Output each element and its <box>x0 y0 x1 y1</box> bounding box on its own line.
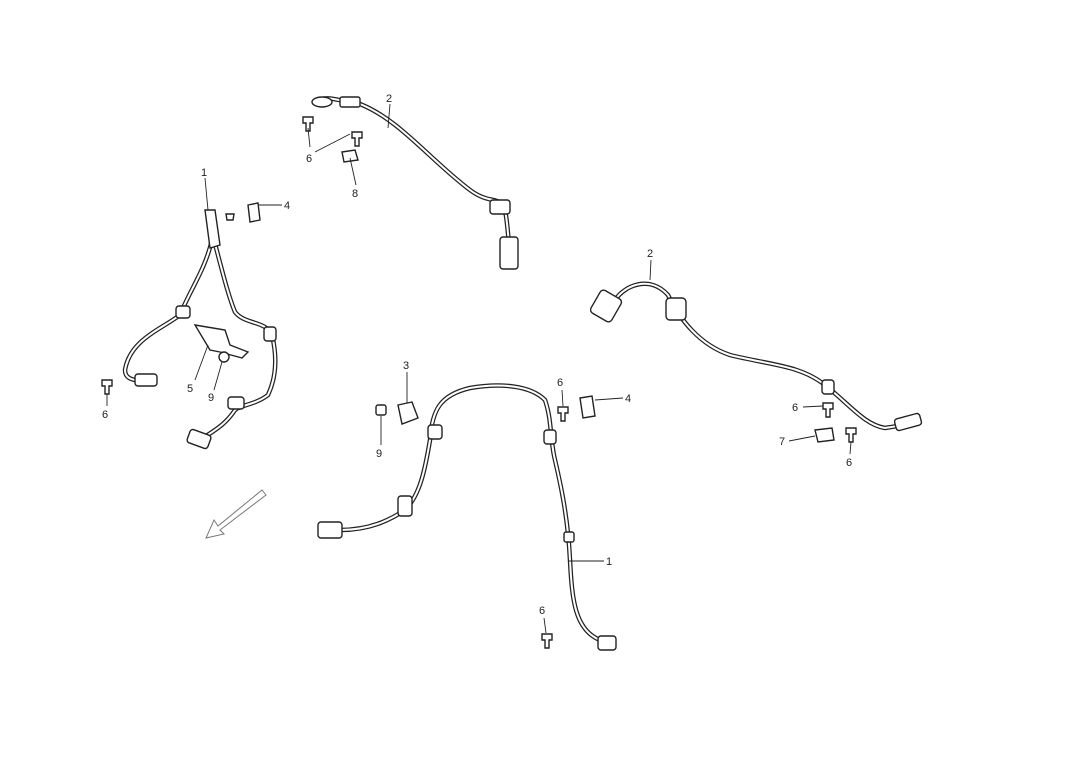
callout-label: 8 <box>352 188 358 200</box>
bolt-part-6-top[interactable] <box>302 116 363 147</box>
callout-label: 5 <box>187 383 193 395</box>
callout-label: 9 <box>376 448 382 460</box>
callout-label: 7 <box>779 436 785 448</box>
clip-part-4-center[interactable] <box>579 395 596 419</box>
callout-label: 4 <box>625 393 631 405</box>
bolt-part-6-left[interactable] <box>101 379 113 395</box>
harness-part-2-top[interactable] <box>311 96 519 270</box>
nut-part-9-center[interactable] <box>375 404 387 416</box>
bolt-part-6-center[interactable] <box>541 406 569 649</box>
front-direction-arrow <box>205 489 267 539</box>
callout-label: 6 <box>539 605 545 617</box>
harness-part-2-right[interactable] <box>589 281 923 432</box>
bracket-part-5[interactable] <box>193 324 250 359</box>
callout-label: 2 <box>647 248 653 260</box>
callout-label: 6 <box>102 409 108 421</box>
callout-label: 4 <box>284 200 290 212</box>
callout-label: 6 <box>846 457 852 469</box>
callout-label: 3 <box>403 360 409 372</box>
harness-part-1-center[interactable] <box>317 383 617 651</box>
callout-label: 1 <box>606 556 612 568</box>
callout-label: 9 <box>208 392 214 404</box>
callout-label: 6 <box>792 402 798 414</box>
callout-label: 6 <box>557 377 563 389</box>
callout-leaders <box>106 103 852 634</box>
bracket-part-3[interactable] <box>397 401 419 425</box>
clip-part-4-left[interactable] <box>225 202 261 223</box>
bolt-part-6-right[interactable] <box>822 402 857 443</box>
harness-part-1-left[interactable] <box>122 209 278 450</box>
callout-label: 2 <box>386 93 392 105</box>
nut-part-9-left[interactable] <box>218 351 230 363</box>
clip-part-7[interactable] <box>814 427 835 443</box>
clip-part-8[interactable] <box>341 149 359 163</box>
callout-label: 6 <box>306 153 312 165</box>
callout-label: 1 <box>201 167 207 179</box>
